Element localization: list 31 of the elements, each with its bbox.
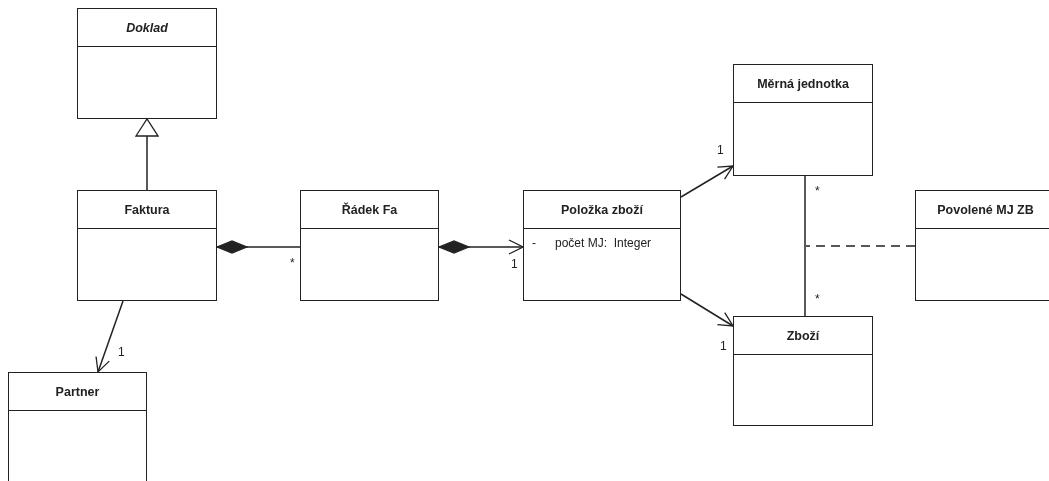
class-box xyxy=(300,190,439,301)
association-line xyxy=(680,293,734,327)
class-name: Partner xyxy=(55,384,100,399)
class-name: Řádek Fa xyxy=(341,202,398,217)
multiplicity-label: 1 xyxy=(511,258,518,270)
class-box xyxy=(915,190,1049,301)
multiplicity-label: * xyxy=(815,293,820,305)
multiplicity-label: * xyxy=(290,257,295,269)
association-line xyxy=(438,239,524,255)
class-box xyxy=(733,64,873,176)
class-box xyxy=(8,372,147,481)
attribute-text: počet MJ: Integer xyxy=(555,236,652,250)
class-name: Doklad xyxy=(126,20,168,35)
association-class-link xyxy=(805,245,916,247)
class-name: Měrná jednotka xyxy=(757,76,849,91)
class-box xyxy=(733,316,873,426)
class-box xyxy=(77,190,217,301)
multiplicity-label: * xyxy=(815,185,820,197)
class-box xyxy=(77,8,217,119)
association-line xyxy=(135,118,159,191)
association-line xyxy=(95,300,124,373)
multiplicity-label: 1 xyxy=(118,346,125,358)
class-name: Položka zboží xyxy=(561,202,643,217)
class-name: Povolené MJ ZB xyxy=(937,202,1034,217)
association-line xyxy=(216,240,301,254)
class-name: Zboží xyxy=(786,328,820,343)
class-box xyxy=(523,190,681,301)
association-line xyxy=(804,175,806,317)
association-line xyxy=(680,165,734,198)
class-name: Faktura xyxy=(124,202,170,217)
visibility-marker: - xyxy=(532,236,536,250)
